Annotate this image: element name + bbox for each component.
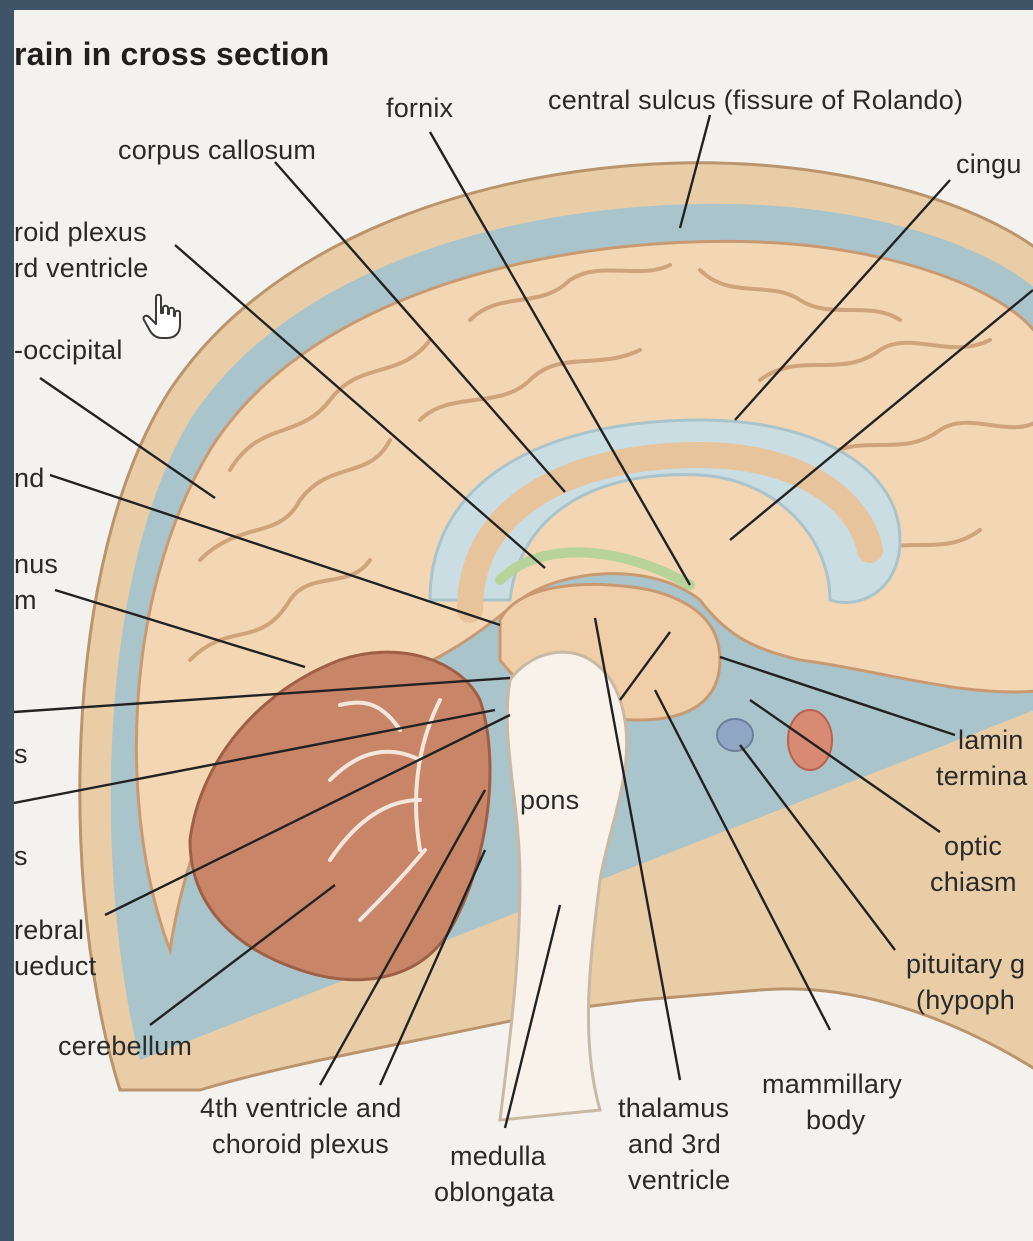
label-s-2: s [14, 838, 28, 874]
label-fourth-ventricle-line2: choroid plexus [212, 1126, 389, 1162]
label-thalamus-line2: and 3rd [628, 1126, 721, 1162]
label-central-sulcus: central sulcus (fissure of Rolando) [548, 82, 963, 118]
label-choroid-plexus-line2: rd ventricle [14, 250, 148, 286]
label-optic-line2: chiasm [930, 864, 1017, 900]
label-nd: nd [14, 460, 44, 496]
label-fornix: fornix [386, 90, 453, 126]
label-thalamus-line3: ventricle [628, 1162, 730, 1198]
label-medulla-line1: medulla [450, 1138, 546, 1174]
label-s-1: s [14, 736, 28, 772]
label-cerebral-aqueduct-line2: ueduct [14, 948, 96, 984]
label-fourth-ventricle-line1: 4th ventricle and [200, 1090, 402, 1126]
label-choroid-plexus-line1: roid plexus [14, 214, 147, 250]
label-cingulate: cingu [956, 146, 1022, 182]
label-cerebellum: cerebellum [58, 1028, 192, 1064]
diagram-title: rain in cross section [14, 34, 329, 74]
label-pituitary-line1: pituitary g [906, 946, 1025, 982]
label-pons: pons [520, 782, 579, 818]
label-cerebral-aqueduct-line1: rebral [14, 912, 84, 948]
label-optic-line1: optic [944, 828, 1002, 864]
label-mammillary-line2: body [806, 1102, 865, 1138]
label-parieto-occipital: -occipital [14, 332, 123, 368]
label-pituitary-line2: (hypoph [916, 982, 1015, 1018]
label-lamina-line1: lamin [958, 722, 1024, 758]
diagram-sheet: rain in cross section fornix central sul… [14, 10, 1033, 1241]
pituitary-gland [717, 719, 753, 751]
label-nus: nus [14, 546, 58, 582]
hand-pointer-icon [142, 293, 182, 339]
label-m: m [14, 582, 37, 618]
label-mammillary-line1: mammillary [762, 1066, 902, 1102]
label-corpus-callosum: corpus callosum [118, 132, 316, 168]
label-thalamus-line1: thalamus [618, 1090, 729, 1126]
label-medulla-line2: oblongata [434, 1174, 554, 1210]
sphenoid-sinus [788, 710, 832, 770]
label-lamina-line2: termina [936, 758, 1027, 794]
